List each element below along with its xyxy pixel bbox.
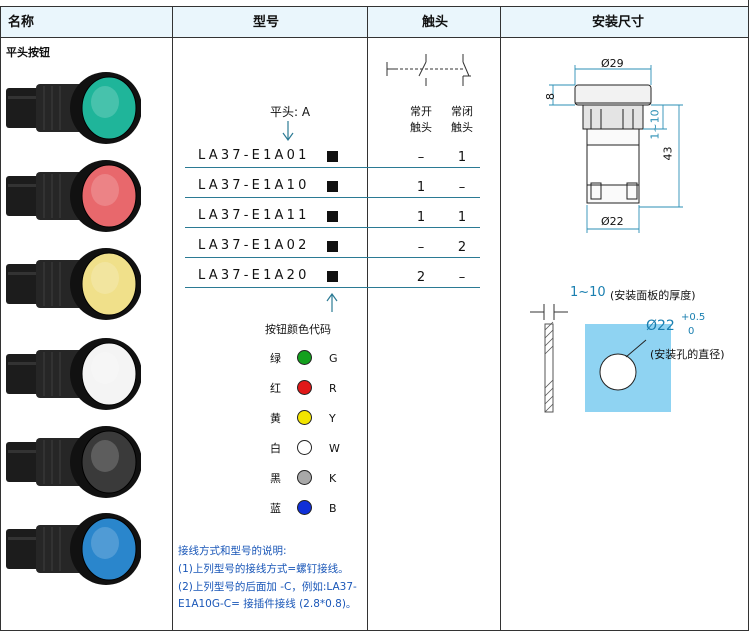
color-dot — [297, 440, 312, 455]
notes-line2: (2)上列型号的后面加 -C，例如:LA37- — [178, 581, 357, 593]
model-code: LA37-E1A10 — [198, 178, 310, 193]
color-placeholder-square — [327, 151, 338, 162]
nc-contact-count: 2 — [457, 240, 467, 255]
row-divider — [185, 197, 480, 198]
nc-contact-count: 1 — [457, 210, 467, 225]
color-cn-label: 白 — [270, 442, 281, 455]
dim-head-height: 8 — [544, 93, 557, 100]
color-cn-label: 黄 — [270, 412, 281, 425]
dim-body-diameter: Ø22 — [601, 215, 624, 228]
color-dot — [297, 470, 312, 485]
hole-tolerance-zero: 0 — [688, 326, 695, 337]
up-arrow-icon — [326, 293, 338, 312]
no-label-top: 常开 — [410, 105, 432, 118]
panel-hole-drawing — [530, 304, 671, 413]
color-placeholder-square — [327, 181, 338, 192]
nc-label-top: 常闭 — [451, 105, 473, 118]
dim-outer-diameter: Ø29 — [601, 57, 624, 70]
row-divider — [185, 227, 480, 228]
dim-total-height: 43 — [661, 146, 675, 161]
push-button-photo — [6, 426, 141, 498]
no-contact-count: 2 — [416, 270, 426, 285]
row-divider — [185, 167, 480, 168]
dim-panel-range: 1~10 — [648, 109, 662, 140]
no-contact-count: – — [417, 240, 425, 255]
color-cn-label: 红 — [270, 382, 281, 395]
color-code-letter: W — [329, 442, 340, 455]
push-button-photo — [6, 72, 141, 144]
model-code: LA37-E1A11 — [198, 208, 310, 223]
dimension-drawing — [549, 65, 683, 233]
product-name: 平头按钮 — [6, 46, 50, 59]
color-placeholder-square — [327, 241, 338, 252]
nc-contact-count: – — [458, 270, 466, 285]
color-placeholder-square — [327, 211, 338, 222]
color-code-title: 按钮颜色代码 — [265, 323, 331, 336]
header-contact: 触头 — [422, 15, 449, 30]
color-placeholder-square — [327, 271, 338, 282]
color-code-letter: B — [329, 502, 337, 515]
color-dot — [297, 350, 312, 365]
model-code: LA37-E1A01 — [198, 148, 310, 163]
no-contact-count: – — [417, 150, 425, 165]
divider — [367, 6, 368, 630]
model-code: LA37-E1A20 — [198, 268, 310, 283]
divider — [172, 6, 173, 630]
model-code: LA37-E1A02 — [198, 238, 310, 253]
push-button-photo — [6, 248, 141, 320]
head-type-label: 平头: A — [270, 105, 311, 119]
divider — [0, 6, 1, 630]
hole-diameter: Ø22 — [646, 318, 675, 334]
color-cn-label: 蓝 — [270, 502, 281, 515]
notes-line1: (1)上列型号的接线方式=螺钉接线。 — [178, 563, 349, 575]
color-code-letter: R — [329, 382, 337, 395]
color-code-letter: G — [329, 352, 338, 365]
notes-line3: E1A10G-C= 接插件接线 (2.8*0.8)。 — [178, 598, 357, 610]
down-arrow-icon — [282, 121, 294, 142]
no-contact-count: 1 — [416, 180, 426, 195]
no-contact-count: 1 — [416, 210, 426, 225]
color-code-letter: Y — [329, 412, 336, 425]
color-cn-label: 绿 — [270, 352, 281, 365]
hole-note: (安装孔的直径) — [650, 348, 725, 361]
no-label-bottom: 触头 — [410, 121, 432, 134]
header-model: 型号 — [253, 15, 280, 30]
notes-title: 接线方式和型号的说明: — [178, 545, 287, 557]
color-dot — [297, 500, 312, 515]
hole-tolerance-plus: +0.5 — [681, 312, 706, 323]
nc-label-bottom: 触头 — [451, 121, 473, 134]
push-button-photo — [6, 338, 141, 410]
header-row — [0, 6, 748, 38]
color-dot — [297, 410, 312, 425]
color-dot — [297, 380, 312, 395]
header-name: 名称 — [8, 15, 35, 30]
nc-contact-count: – — [458, 180, 466, 195]
panel-thickness-range: 1~10 — [570, 285, 606, 300]
nc-contact-count: 1 — [457, 150, 467, 165]
row-divider — [185, 257, 480, 258]
contact-symbol-icon — [386, 54, 471, 86]
color-cn-label: 黑 — [270, 472, 281, 485]
push-button-photo — [6, 160, 141, 232]
push-button-photo — [6, 513, 141, 585]
row-divider — [185, 287, 480, 288]
panel-thickness-note: (安装面板的厚度) — [610, 289, 696, 302]
divider — [500, 6, 501, 630]
header-dimension: 安装尺寸 — [592, 15, 645, 30]
color-code-letter: K — [329, 472, 337, 485]
